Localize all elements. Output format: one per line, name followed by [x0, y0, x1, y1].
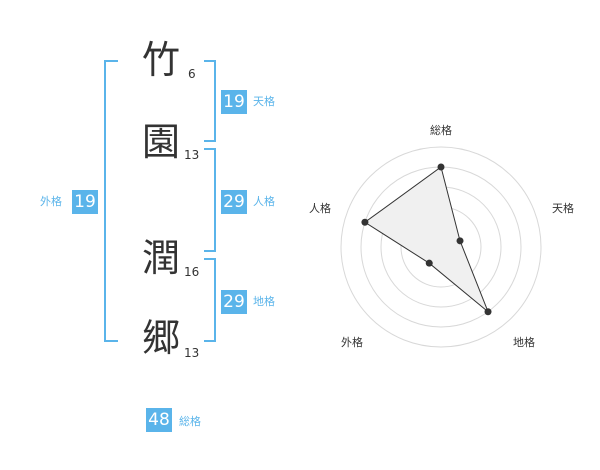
radar-axis-label-right: 天格	[552, 201, 574, 215]
stroke-count-3: 16	[184, 265, 200, 279]
jinkaku-label: 人格	[253, 195, 275, 208]
radar-axis-label-left: 人格	[309, 201, 331, 215]
tenkaku-value-badge: 19	[221, 90, 247, 114]
radar-points	[361, 163, 492, 316]
jinkaku-value-badge: 29	[221, 190, 247, 214]
chikaku-label: 地格	[253, 295, 275, 308]
radar-grid-ring	[340, 146, 542, 348]
gaikaku-value-badge: 19	[72, 190, 98, 214]
chikaku-bracket	[204, 258, 216, 342]
radar-axis-label-top: 総格	[430, 123, 452, 137]
radar-area	[364, 166, 489, 313]
name-char-1: 竹	[142, 38, 181, 82]
radar-point-3	[484, 308, 492, 316]
soukaku-label: 総格	[179, 415, 201, 428]
stroke-count-2: 13	[184, 148, 200, 162]
name-char-4: 郷	[142, 316, 181, 360]
name-char-2: 園	[142, 120, 181, 164]
stroke-count-1: 6	[188, 67, 196, 81]
tenkaku-label: 天格	[253, 95, 275, 108]
radar-point-5	[361, 218, 369, 226]
stroke-count-4: 13	[184, 346, 200, 360]
radar-point-2	[456, 237, 464, 245]
name-char-3: 潤	[142, 236, 181, 280]
gaikaku-bracket	[104, 60, 118, 342]
gaikaku-label: 外格	[40, 195, 62, 208]
jinkaku-bracket	[204, 148, 216, 252]
chikaku-value-badge: 29	[221, 290, 247, 314]
radar-point-1	[437, 163, 445, 171]
soukaku-value-badge: 48	[146, 408, 172, 432]
radar-axis-label-bottom-left: 外格	[341, 335, 363, 349]
tenkaku-bracket	[204, 60, 216, 142]
radar-axis-label-bottom-right: 地格	[513, 335, 535, 349]
radar-point-4	[425, 259, 433, 267]
